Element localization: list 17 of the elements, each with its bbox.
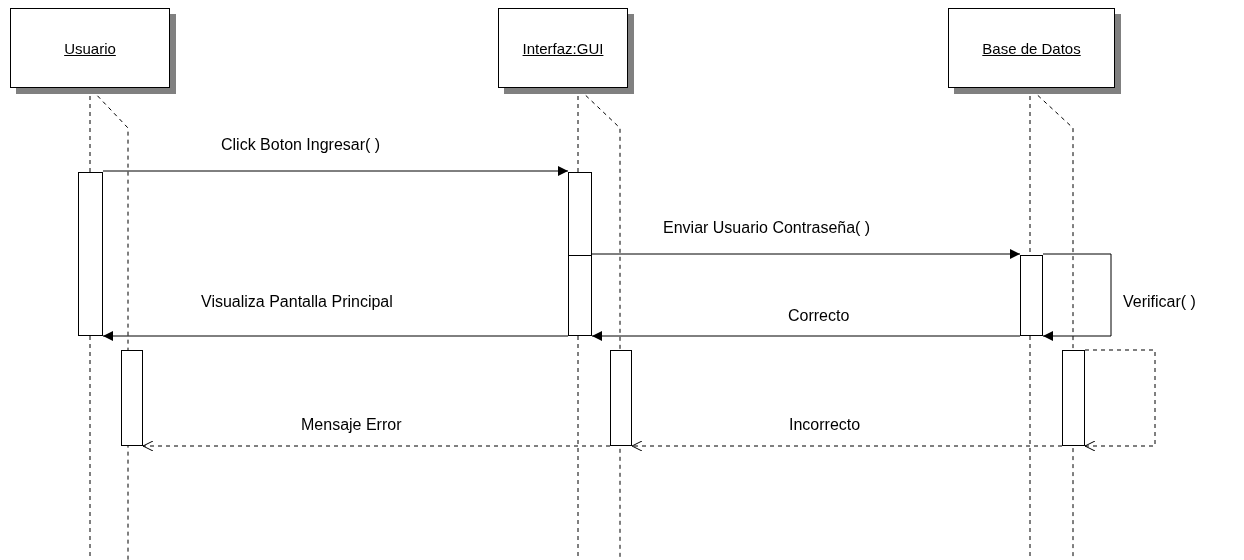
message-arrow [102, 166, 569, 176]
message-arrow [591, 249, 1021, 259]
activation-bar [78, 172, 103, 336]
activation-bar [568, 172, 592, 336]
object-name: Usuario [64, 39, 116, 57]
message-arrow [102, 331, 569, 341]
activation-bar [1062, 350, 1085, 446]
message-arrow [591, 331, 1021, 341]
object-name: Base de Datos [982, 39, 1081, 57]
message-arrow [631, 440, 1063, 452]
activation-bar [1020, 255, 1043, 336]
activation-bar [610, 350, 632, 446]
message-arrow [142, 440, 611, 452]
object-name: Interfaz:GUI [522, 39, 604, 57]
message-arrow [1084, 349, 1156, 452]
activation-bar [121, 350, 143, 446]
message-arrow [1042, 253, 1112, 341]
